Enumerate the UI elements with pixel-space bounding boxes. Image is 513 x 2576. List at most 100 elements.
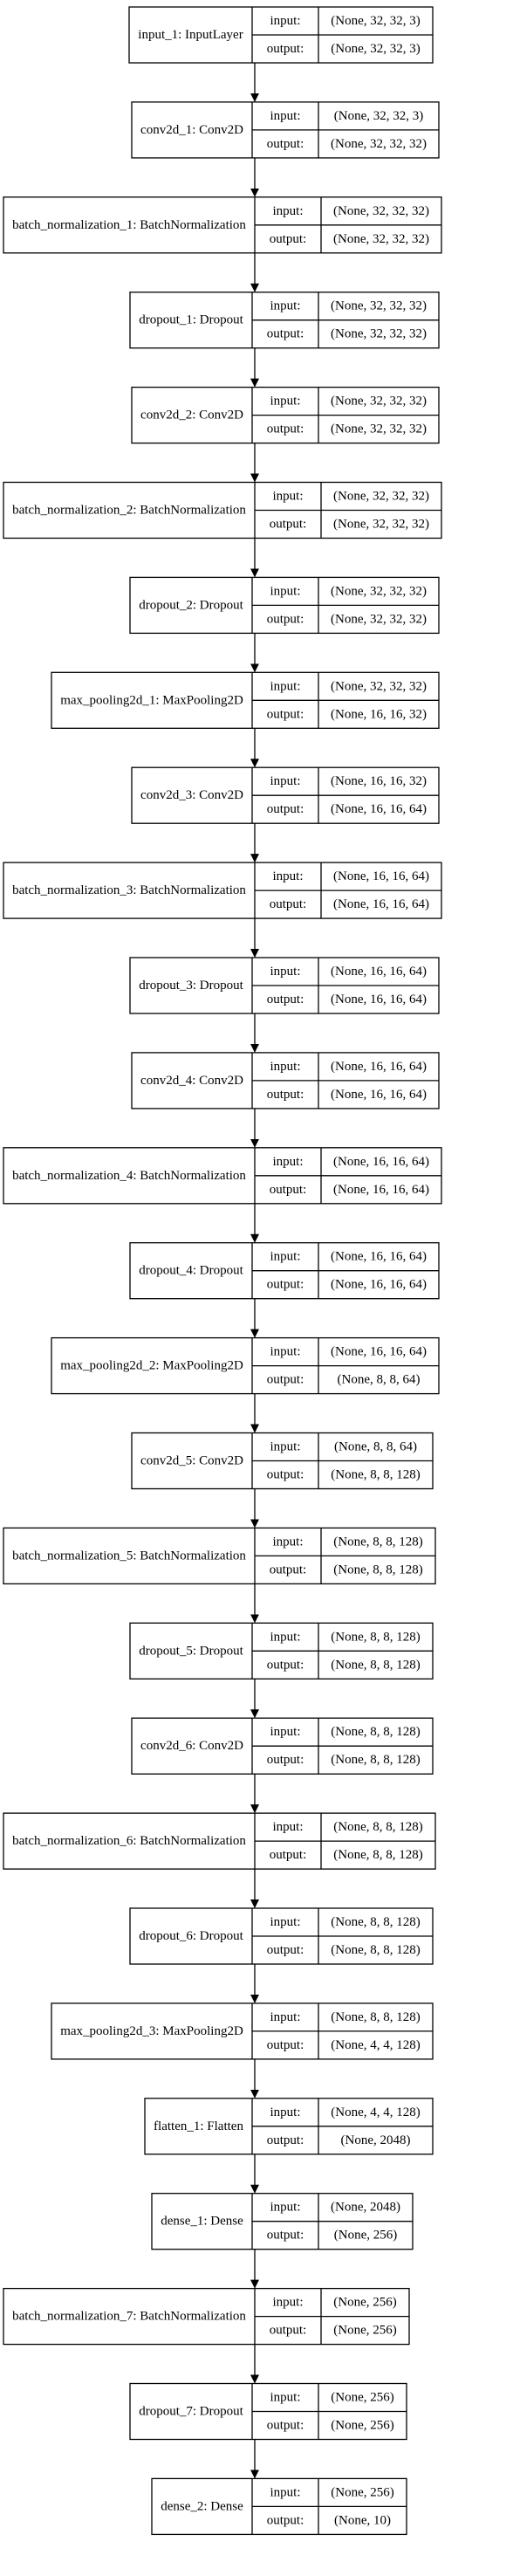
layer-name: flatten_1: Flatten	[154, 2119, 243, 2133]
layer-name: batch_normalization_6: BatchNormalizatio…	[12, 1834, 246, 1848]
output-label: output:	[267, 1943, 304, 1957]
output-label: output:	[267, 42, 304, 56]
input-label: input:	[270, 2391, 300, 2405]
input-label: input:	[270, 2485, 300, 2499]
input-label: input:	[270, 584, 300, 598]
layer-node: batch_normalization_4: BatchNormalizatio…	[3, 1147, 442, 1205]
input-shape: (None, 8, 8, 128)	[333, 1820, 422, 1834]
output-shape: (None, 8, 8, 64)	[338, 1373, 421, 1387]
layer-name: conv2d_4: Conv2D	[140, 1074, 243, 1088]
output-label: output:	[270, 1563, 307, 1577]
layer-node: batch_normalization_1: BatchNormalizatio…	[3, 196, 442, 254]
input-label: input:	[272, 869, 303, 883]
output-label: output:	[267, 2419, 304, 2433]
layer-name: dropout_1: Dropout	[139, 313, 243, 327]
input-label: input:	[272, 1155, 303, 1169]
output-shape: (None, 8, 8, 128)	[333, 1848, 422, 1862]
input-label: input:	[272, 2296, 303, 2310]
input-label: input:	[270, 2010, 300, 2024]
output-shape: (None, 16, 16, 32)	[331, 707, 427, 721]
layer-name: max_pooling2d_3: MaxPooling2D	[60, 2024, 243, 2038]
output-shape: (None, 32, 32, 3)	[331, 42, 420, 56]
output-label: output:	[270, 1183, 307, 1197]
layer-node: batch_normalization_7: BatchNormalizatio…	[3, 2287, 410, 2346]
layer-node: batch_normalization_6: BatchNormalizatio…	[3, 1812, 436, 1870]
input-shape: (None, 32, 32, 32)	[331, 395, 427, 409]
input-label: input:	[270, 299, 300, 313]
input-shape: (None, 32, 32, 32)	[331, 584, 427, 598]
layer-node: dropout_7: Dropout input: output: (None, 25…	[129, 2382, 407, 2441]
layer-name: max_pooling2d_2: MaxPooling2D	[60, 1359, 243, 1373]
input-shape: (None, 8, 8, 128)	[331, 2010, 420, 2024]
input-shape: (None, 16, 16, 32)	[331, 774, 427, 788]
output-shape: (None, 256)	[333, 2324, 396, 2338]
output-shape: (None, 8, 8, 128)	[333, 1563, 422, 1577]
output-label: output:	[267, 1658, 304, 1672]
output-label: output:	[267, 1088, 304, 1102]
input-label: input:	[270, 774, 300, 788]
input-shape: (None, 256)	[331, 2391, 393, 2405]
input-label: input:	[270, 1440, 300, 1454]
layer-name: dropout_5: Dropout	[139, 1644, 243, 1658]
output-label: output:	[267, 1373, 304, 1387]
output-label: output:	[267, 327, 304, 341]
input-shape: (None, 16, 16, 64)	[331, 1060, 427, 1074]
layer-node: max_pooling2d_3: MaxPooling2D input: outpu…	[51, 2002, 434, 2060]
input-shape: (None, 8, 8, 128)	[333, 1535, 422, 1549]
input-shape: (None, 16, 16, 64)	[331, 1250, 427, 1264]
input-label: input:	[270, 1915, 300, 1929]
output-shape: (None, 16, 16, 64)	[331, 802, 427, 816]
input-label: input:	[270, 1345, 300, 1359]
output-label: output:	[270, 2324, 307, 2338]
input-shape: (None, 16, 16, 64)	[331, 965, 427, 979]
output-label: output:	[267, 2038, 304, 2052]
input-shape: (None, 32, 32, 3)	[334, 109, 423, 123]
input-label: input:	[270, 109, 300, 123]
input-shape: (None, 4, 4, 128)	[331, 2105, 420, 2119]
layer-box	[51, 1336, 440, 1395]
output-label: output:	[267, 1753, 304, 1767]
output-shape: (None, 10)	[334, 2513, 391, 2527]
input-shape: (None, 8, 8, 128)	[331, 1915, 420, 1929]
layer-name: conv2d_1: Conv2D	[140, 123, 243, 137]
input-shape: (None, 16, 16, 64)	[333, 869, 429, 883]
input-shape: (None, 256)	[331, 2485, 393, 2499]
input-label: input:	[270, 14, 300, 28]
output-label: output:	[267, 1278, 304, 1292]
output-shape: (None, 32, 32, 32)	[331, 327, 427, 341]
input-label: input:	[270, 965, 300, 979]
layer-name: batch_normalization_3: BatchNormalizatio…	[12, 883, 246, 897]
input-label: input:	[270, 1630, 300, 1644]
output-label: output:	[267, 1468, 304, 1482]
output-label: output:	[270, 232, 307, 246]
input-label: input:	[272, 204, 303, 218]
input-label: input:	[272, 1820, 303, 1834]
output-shape: (None, 16, 16, 64)	[331, 1088, 427, 1102]
layer-node: max_pooling2d_2: MaxPooling2D input: outpu…	[51, 1336, 440, 1395]
input-shape: (None, 16, 16, 64)	[333, 1155, 429, 1169]
layer-node: conv2d_1: Conv2D input: output: (None, 32, …	[131, 101, 440, 159]
input-label: input:	[270, 2105, 300, 2119]
output-label: output:	[267, 137, 304, 151]
layer-name: batch_normalization_2: BatchNormalizatio…	[12, 504, 246, 518]
layer-name: batch_normalization_7: BatchNormalizatio…	[12, 2310, 246, 2324]
output-shape: (None, 32, 32, 32)	[333, 518, 429, 532]
layer-name: dropout_3: Dropout	[139, 979, 243, 993]
layer-name: conv2d_2: Conv2D	[140, 409, 243, 422]
output-shape: (None, 32, 32, 32)	[331, 137, 427, 151]
output-shape: (None, 32, 32, 32)	[333, 232, 429, 246]
layer-name: dropout_4: Dropout	[139, 1264, 243, 1278]
layer-name: dropout_7: Dropout	[139, 2405, 243, 2419]
layer-name: dense_2: Dense	[161, 2499, 243, 2513]
